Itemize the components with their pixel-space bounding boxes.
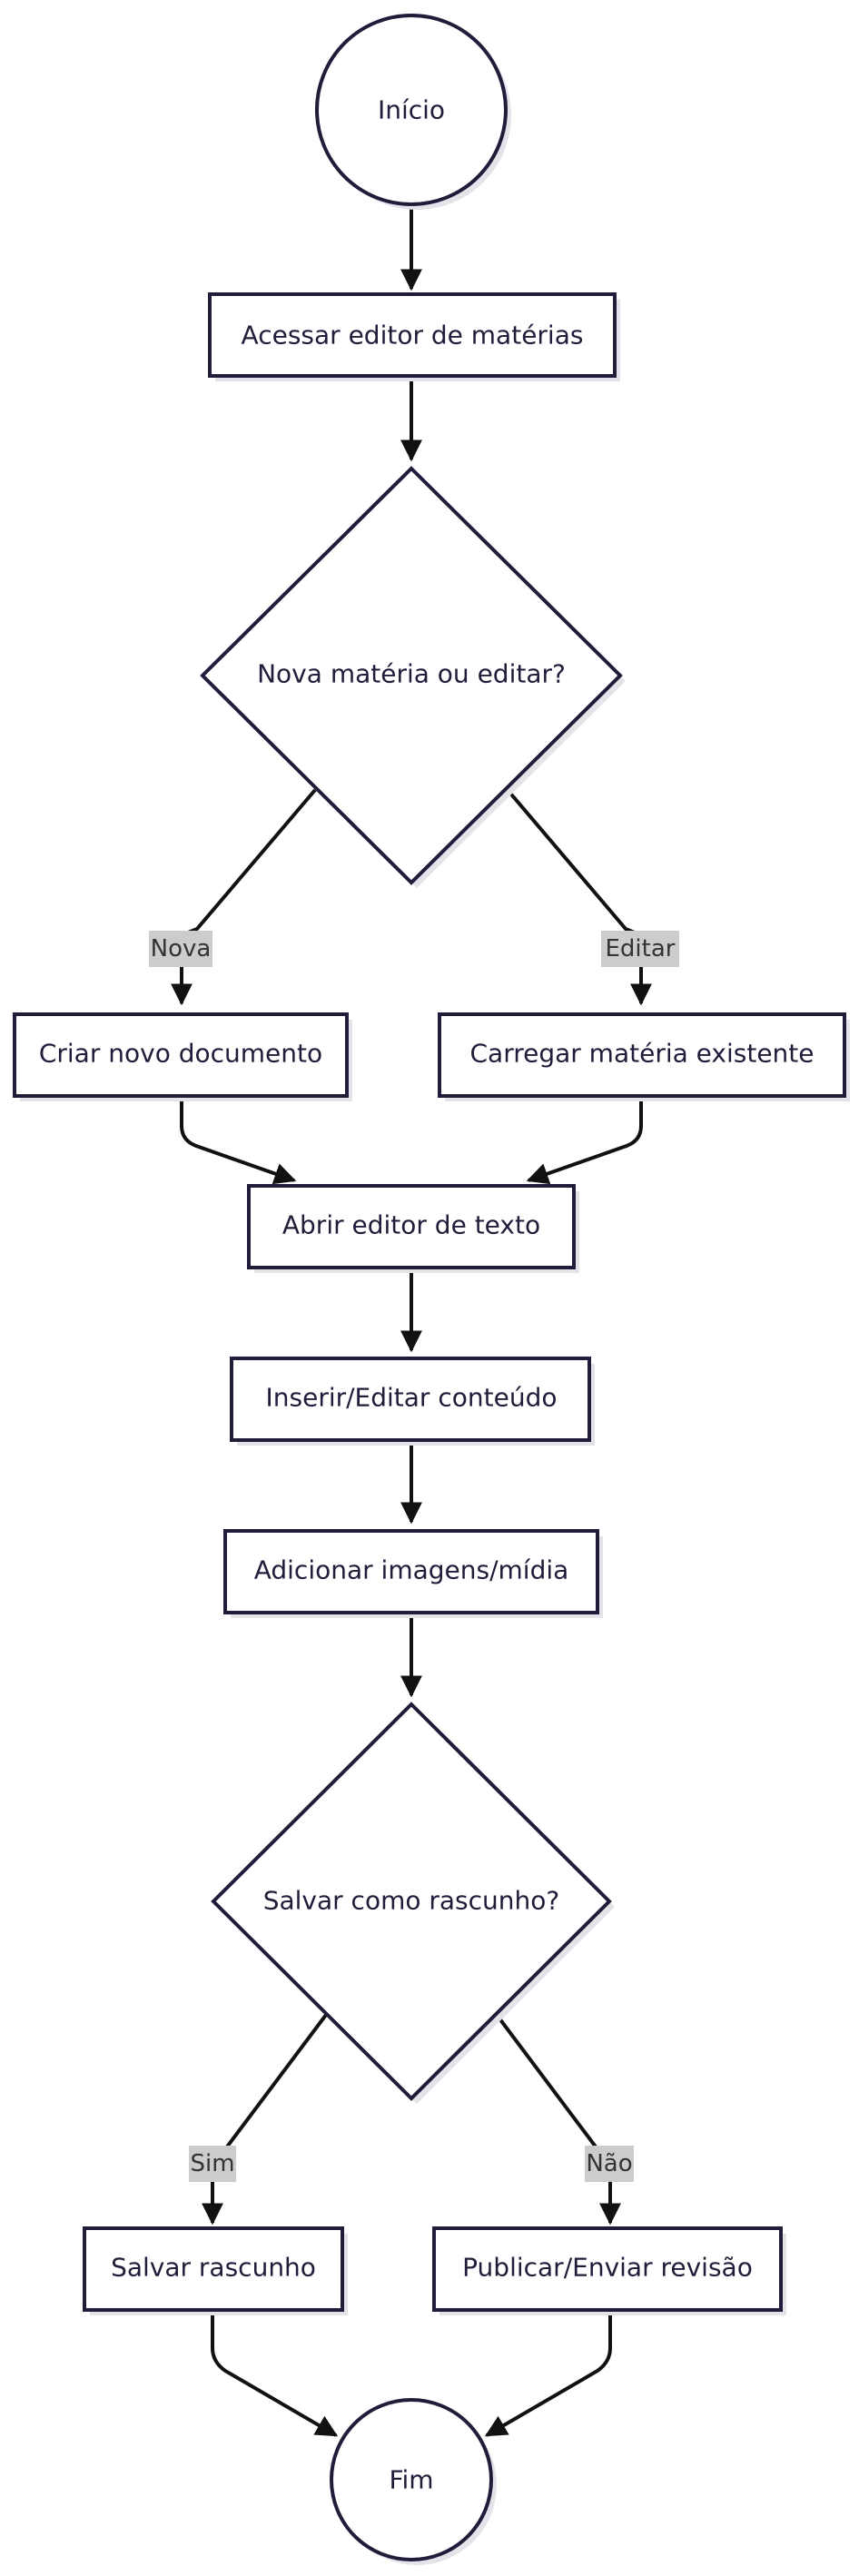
edge-decisao-nova-criar [171, 788, 317, 1006]
node-decisao-nova-label: Nova matéria ou editar? [257, 659, 566, 689]
node-inserir: Inserir/Editar conteúdo [230, 1357, 595, 1446]
node-publicar: Publicar/Enviar revisão [432, 2226, 786, 2315]
node-inserir-label: Inserir/Editar conteúdo [266, 1383, 558, 1413]
edge-label-editar-text: Editar [606, 935, 676, 962]
node-inicio: Início [315, 14, 511, 210]
edge-criar-abrir [180, 1095, 297, 1185]
edge-salvar-fim [211, 2310, 339, 2437]
node-adicionar-label: Adicionar imagens/mídia [254, 1555, 569, 1585]
edge-decisao-nova-carregar [506, 788, 652, 1006]
node-acessar: Acessar editor de matérias [208, 292, 620, 381]
node-inicio-label: Início [378, 95, 445, 125]
node-decisao-salvar: Salvar como rascunho? [211, 1702, 615, 2104]
node-decisao-salvar-label: Salvar como rascunho? [263, 1886, 560, 1916]
node-acessar-label: Acessar editor de matérias [242, 321, 584, 350]
edge-decisao-salvar-salvar [202, 2013, 328, 2226]
edge-label-nao: Não [585, 2146, 634, 2182]
edge-label-editar: Editar [601, 931, 679, 967]
edge-carregar-abrir [526, 1095, 643, 1185]
edge-label-nova: Nova [149, 931, 212, 967]
node-adicionar: Adicionar imagens/mídia [223, 1529, 603, 1618]
node-abrir: Abrir editor de texto [247, 1184, 579, 1273]
edge-label-sim-text: Sim [190, 2150, 234, 2177]
node-salvar-label: Salvar rascunho [111, 2253, 316, 2283]
node-criar: Criar novo documento [13, 1012, 352, 1101]
edge-publicar-fim [484, 2310, 612, 2437]
edge-labels: Nova Editar Sim Não [149, 931, 679, 2182]
node-abrir-label: Abrir editor de texto [282, 1210, 540, 1240]
node-carregar: Carregar matéria existente [438, 1012, 850, 1101]
nodes: Início Acessar editor de matérias Nova m… [13, 14, 850, 2565]
node-decisao-nova: Nova matéria ou editar? [200, 466, 626, 888]
node-carregar-label: Carregar matéria existente [469, 1039, 814, 1069]
node-salvar: Salvar rascunho [83, 2226, 348, 2315]
node-fim: Fim [330, 2398, 497, 2565]
node-criar-label: Criar novo documento [39, 1039, 322, 1069]
edge-label-sim: Sim [189, 2146, 236, 2182]
edges [171, 206, 652, 2437]
node-publicar-label: Publicar/Enviar revisão [462, 2253, 753, 2283]
edge-label-nova-text: Nova [151, 935, 212, 962]
node-fim-label: Fim [389, 2465, 433, 2495]
edge-decisao-salvar-publicar [495, 2013, 621, 2226]
edge-label-nao-text: Não [586, 2150, 632, 2177]
